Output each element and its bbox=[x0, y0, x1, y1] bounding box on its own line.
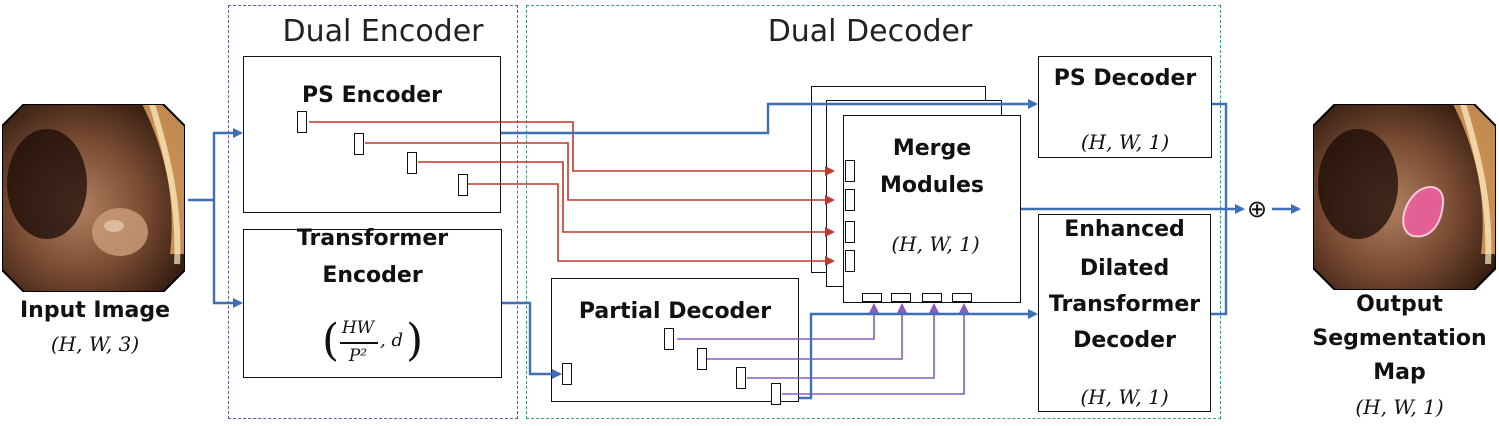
ps-decoder-label: PS Decoder bbox=[1053, 66, 1197, 91]
input-to-ps-encoder bbox=[212, 128, 243, 200]
edt-decoder-label-line3: Transformer bbox=[1048, 292, 1201, 317]
transformer-encoder-box bbox=[243, 229, 502, 378]
ps-encoder-tap-1 bbox=[297, 111, 307, 133]
ps-decoder-box bbox=[1038, 56, 1212, 158]
merge-bottom-tab-4 bbox=[952, 293, 972, 302]
sum-operator: ⊕ bbox=[1246, 195, 1268, 223]
merge-bottom-tab-3 bbox=[922, 293, 942, 302]
input-image-dims: (H, W, 3) bbox=[50, 332, 140, 356]
transformer-dims-numerator: HW bbox=[341, 318, 375, 338]
purple-link-4 bbox=[782, 303, 969, 395]
merge-bottom-tab-2 bbox=[891, 293, 911, 302]
input-image bbox=[1, 103, 186, 293]
red-link-3 bbox=[418, 161, 835, 237]
transformer-to-partial-decoder bbox=[502, 301, 562, 379]
transformer-dims-close-paren: ) bbox=[406, 315, 424, 366]
purple-link-3 bbox=[747, 303, 939, 379]
partial-decoder-tap-4 bbox=[771, 383, 781, 405]
partial-decoder-label: Partial Decoder bbox=[578, 299, 772, 324]
dual-encoder-title: Dual Encoder bbox=[282, 14, 484, 49]
edt-decoder-label-line2: Dilated bbox=[1079, 256, 1170, 281]
output-segmentation-image bbox=[1312, 103, 1497, 291]
transformer-dims-fraction-bar bbox=[340, 342, 378, 344]
edt-decoder-dims: (H, W, 1) bbox=[1080, 385, 1169, 409]
transformer-encoder-label-line1: Transformer bbox=[296, 226, 449, 251]
partial-decoder-tap-3 bbox=[736, 367, 746, 389]
transformer-dims-open-paren: ( bbox=[322, 315, 340, 366]
merge-input-tab-4 bbox=[845, 250, 855, 272]
ps-encoder-tap-4 bbox=[458, 174, 468, 196]
partial-decoder-tap-1 bbox=[664, 328, 674, 350]
ps-decoder-to-sum bbox=[1212, 102, 1228, 209]
edt-decoder-label-line4: Decoder bbox=[1073, 328, 1176, 353]
output-label-line3: Map bbox=[1373, 360, 1426, 385]
ps-encoder-label: PS Encoder bbox=[302, 83, 442, 108]
dual-decoder-frame bbox=[526, 5, 1221, 419]
edt-to-sum bbox=[1211, 209, 1228, 316]
output-dims: (H, W, 1) bbox=[1355, 395, 1444, 419]
merge-input-tab-3 bbox=[845, 221, 855, 243]
transformer-dims-rest: , d bbox=[380, 330, 403, 351]
ps-encoder-tap-3 bbox=[407, 152, 417, 174]
ps-encoder-to-ps-decoder bbox=[501, 99, 1038, 135]
dual-decoder-title: Dual Decoder bbox=[767, 14, 973, 49]
purple-link-1 bbox=[677, 303, 879, 340]
edt-decoder-label-line1: Enhanced bbox=[1064, 217, 1185, 242]
transformer-dims-denominator: P² bbox=[348, 346, 368, 366]
merge-modules-box bbox=[843, 115, 1021, 303]
partial-decoder-input-tab bbox=[562, 363, 572, 385]
merge-input-tab-1 bbox=[845, 160, 855, 182]
merge-modules-label-line2: Modules bbox=[880, 173, 984, 198]
partial-decoder-to-edt bbox=[799, 309, 1038, 400]
ps-encoder-tap-2 bbox=[354, 133, 364, 155]
red-link-1 bbox=[309, 121, 835, 176]
output-label-line1: Output bbox=[1356, 292, 1443, 317]
transformer-encoder-label-line2: Encoder bbox=[322, 263, 423, 288]
merge-modules-dims: (H, W, 1) bbox=[891, 232, 980, 256]
red-link-4 bbox=[468, 183, 835, 266]
purple-link-2 bbox=[706, 303, 907, 360]
output-label-line2: Segmentation bbox=[1312, 326, 1487, 351]
ps-decoder-dims: (H, W, 1) bbox=[1080, 130, 1170, 154]
dual-encoder-frame bbox=[228, 5, 518, 419]
partial-decoder-box bbox=[551, 278, 799, 402]
merge-modules-label-line1: Merge bbox=[892, 136, 972, 161]
red-link-2 bbox=[365, 142, 835, 205]
transformer-encoder-dims: ( HW P² , d ) bbox=[322, 314, 432, 374]
input-image-label: Input Image bbox=[19, 298, 171, 323]
partial-decoder-tap-2 bbox=[697, 348, 707, 370]
edt-decoder-box bbox=[1038, 214, 1211, 412]
merge-input-tab-2 bbox=[845, 189, 855, 211]
input-to-transformer-encoder bbox=[212, 200, 243, 308]
merge-bottom-tab-1 bbox=[862, 293, 882, 302]
